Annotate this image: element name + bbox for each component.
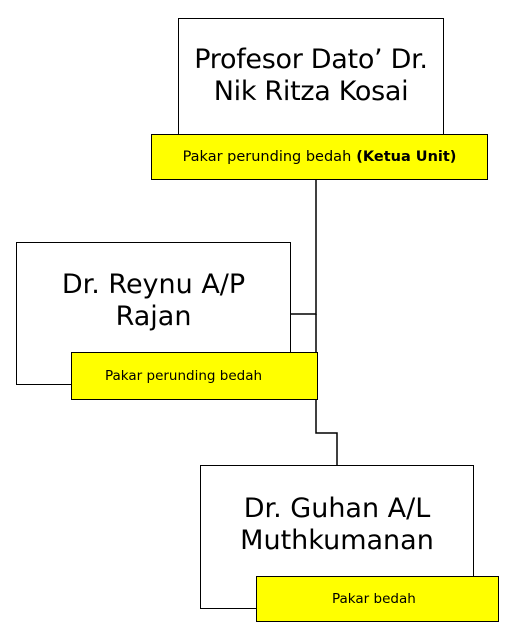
role-tag-head-unit: Pakar perunding bedah (Ketua Unit) bbox=[151, 134, 488, 180]
connector-head-to-reynu bbox=[291, 180, 317, 315]
role-text: Pakar perunding bedah bbox=[182, 149, 352, 165]
node-name-line: Rajan bbox=[115, 301, 192, 333]
node-name-line: Profesor Dato’ Dr. bbox=[194, 44, 428, 75]
role-text: Pakar bedah bbox=[332, 591, 416, 607]
node-name-line: Dr. Reynu A/P bbox=[61, 269, 246, 300]
node-name-line: Dr. Guhan A/L bbox=[243, 493, 431, 524]
node-name-line: Nik Ritza Kosai bbox=[213, 76, 409, 108]
node-guhan: Dr. Guhan A/L Muthkumanan bbox=[200, 465, 474, 609]
node-name-line: Muthkumanan bbox=[240, 525, 434, 557]
role-tag-reynu: Pakar perunding bedah bbox=[71, 352, 318, 400]
role-text: Pakar perunding bedah bbox=[105, 368, 263, 384]
role-tag-guhan: Pakar bedah bbox=[256, 576, 499, 622]
connector-head-to-guhan bbox=[315, 314, 338, 465]
node-head-unit: Profesor Dato’ Dr. Nik Ritza Kosai bbox=[178, 18, 444, 137]
role-emphasis: (Ketua Unit) bbox=[356, 149, 457, 165]
